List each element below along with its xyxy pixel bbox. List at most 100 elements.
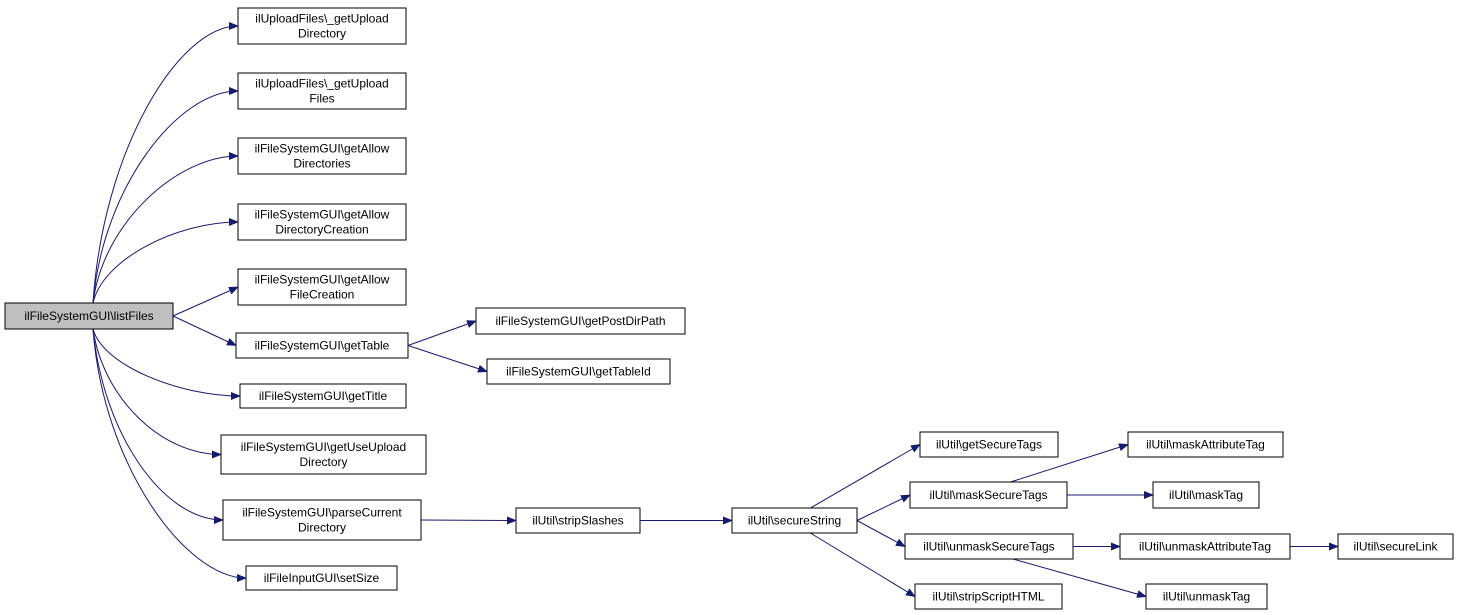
- node-box: [237, 137, 407, 175]
- edge-parseCurrentDirectory-to-stripSlashes: [420, 516, 517, 525]
- node-box: [1337, 533, 1454, 560]
- node-label: ilFileSystemGUI\getUseUpload: [241, 440, 406, 454]
- node-stripSlashes[interactable]: ilUtil\stripSlashes: [515, 507, 641, 534]
- node-label: ilUtil\secureString: [748, 514, 841, 528]
- node-box: [919, 431, 1059, 458]
- node-label: ilUploadFiles\_getUpload: [255, 77, 388, 91]
- edge-listFiles-to-getAllowDirectoryCreation: [92, 218, 239, 304]
- node-label: ilFileSystemGUI\getTable: [255, 339, 390, 353]
- nodes-layer: ilFileSystemGUI\listFiles ilUploadFiles\_…: [4, 7, 1454, 610]
- node-label: ilFileSystemGUI\getAllow: [255, 273, 390, 287]
- node-maskSecureTags[interactable]: ilUtil\maskSecureTags: [909, 481, 1068, 509]
- node-label: ilUtil\maskAttributeTag: [1146, 438, 1265, 452]
- node-box: [904, 533, 1074, 560]
- node-box: [1145, 583, 1268, 610]
- node-box: [909, 481, 1068, 509]
- node-box: [1119, 533, 1291, 560]
- node-label: DirectoryCreation: [275, 223, 368, 237]
- node-label: ilFileSystemGUI\getTitle: [259, 389, 388, 403]
- node-label: Files: [309, 92, 334, 106]
- node-label: ilUtil\secureLink: [1353, 540, 1438, 554]
- node-label: ilFileSystemGUI\parseCurrent: [242, 506, 402, 520]
- edge-secureString-to-unmaskSecureTags: [856, 520, 906, 547]
- node-unmaskAttributeTag[interactable]: ilUtil\unmaskAttributeTag: [1119, 533, 1291, 560]
- node-box: [475, 307, 686, 335]
- node-getPostDirPath[interactable]: ilFileSystemGUI\getPostDirPath: [475, 307, 686, 335]
- edge-getTable-to-getPostDirPath: [407, 320, 477, 346]
- node-getSecureTags[interactable]: ilUtil\getSecureTags: [919, 431, 1059, 458]
- node-label: ilUtil\stripScriptHTML: [932, 590, 1044, 604]
- node-label: ilUploadFiles\_getUpload: [255, 12, 388, 26]
- edge-listFiles-to-getAllowDirectories: [92, 152, 239, 304]
- node-label: ilUtil\unmaskTag: [1163, 590, 1250, 604]
- edge-listFiles-to-getUploadFiles: [92, 87, 239, 304]
- node-getTable[interactable]: ilFileSystemGUI\getTable: [235, 332, 409, 359]
- node-maskTag[interactable]: ilUtil\maskTag: [1152, 481, 1260, 509]
- node-box: [237, 72, 407, 110]
- node-box: [235, 332, 409, 359]
- node-label: FileCreation: [290, 288, 355, 302]
- edge-listFiles-to-getTable: [172, 315, 237, 346]
- node-label: Directory: [298, 27, 346, 41]
- node-box: [237, 203, 407, 241]
- node-label: ilUtil\unmaskSecureTags: [923, 540, 1054, 554]
- edge-maskSecureTags-to-maskAttributeTag: [1004, 443, 1129, 485]
- node-getTableId[interactable]: ilFileSystemGUI\getTableId: [486, 358, 671, 385]
- node-box: [220, 434, 427, 475]
- node-listFiles[interactable]: ilFileSystemGUI\listFiles: [4, 302, 174, 330]
- edge-listFiles-to-setSize: [92, 328, 247, 582]
- edge-secureString-to-stripScriptHTML: [806, 530, 916, 598]
- node-secureLink[interactable]: ilUtil\secureLink: [1337, 533, 1454, 560]
- node-box: [222, 499, 422, 541]
- node-getTitle[interactable]: ilFileSystemGUI\getTitle: [239, 383, 407, 409]
- node-label: ilUtil\getSecureTags: [936, 438, 1042, 452]
- node-label: Directory: [298, 521, 346, 535]
- edge-getTable-to-getTableId: [407, 345, 488, 373]
- node-label: ilUtil\stripSlashes: [532, 514, 623, 528]
- edge-secureString-to-maskSecureTags: [856, 494, 911, 521]
- node-label: ilFileSystemGUI\getAllow: [255, 142, 390, 156]
- node-label: ilUtil\maskSecureTags: [929, 488, 1047, 502]
- edge-listFiles-to-getAllowFileCreation: [172, 286, 239, 317]
- node-label: ilFileInputGUI\setSize: [264, 571, 380, 585]
- node-label: ilUtil\unmaskAttributeTag: [1139, 540, 1271, 554]
- node-unmaskTag[interactable]: ilUtil\unmaskTag: [1145, 583, 1268, 610]
- edge-listFiles-to-getUseUploadDirectory: [92, 328, 222, 459]
- edges-layer: [92, 22, 1339, 598]
- node-box: [1152, 481, 1260, 509]
- node-secureString[interactable]: ilUtil\secureString: [731, 507, 858, 534]
- edge-secureString-to-getSecureTags: [806, 443, 921, 511]
- node-box: [237, 268, 407, 306]
- edge-listFiles-to-getUploadDirectory: [92, 22, 239, 304]
- node-box: [914, 583, 1063, 610]
- node-box: [239, 383, 407, 409]
- edge-listFiles-to-getTitle: [92, 328, 241, 400]
- node-unmaskSecureTags[interactable]: ilUtil\unmaskSecureTags: [904, 533, 1074, 560]
- node-label: ilFileSystemGUI\getTableId: [506, 365, 651, 379]
- node-box: [515, 507, 641, 534]
- edge-unmaskSecureTags-to-unmaskTag: [1005, 556, 1147, 598]
- node-setSize[interactable]: ilFileInputGUI\setSize: [245, 565, 398, 591]
- node-box: [1127, 431, 1284, 458]
- node-getAllowDirectoryCreation[interactable]: ilFileSystemGUI\getAllowDirectoryCreatio…: [237, 203, 407, 241]
- node-box: [731, 507, 858, 534]
- node-maskAttributeTag[interactable]: ilUtil\maskAttributeTag: [1127, 431, 1284, 458]
- node-label: ilUtil\maskTag: [1169, 488, 1243, 502]
- edge-listFiles-to-parseCurrentDirectory: [92, 328, 224, 524]
- node-box: [4, 302, 174, 330]
- node-box: [486, 358, 671, 385]
- node-stripScriptHTML[interactable]: ilUtil\stripScriptHTML: [914, 583, 1063, 610]
- node-box: [237, 7, 407, 45]
- node-label: ilFileSystemGUI\getPostDirPath: [495, 314, 665, 328]
- node-box: [245, 565, 398, 591]
- node-label: Directory: [299, 455, 347, 469]
- node-label: Directories: [293, 157, 350, 171]
- node-label: ilFileSystemGUI\getAllow: [255, 208, 390, 222]
